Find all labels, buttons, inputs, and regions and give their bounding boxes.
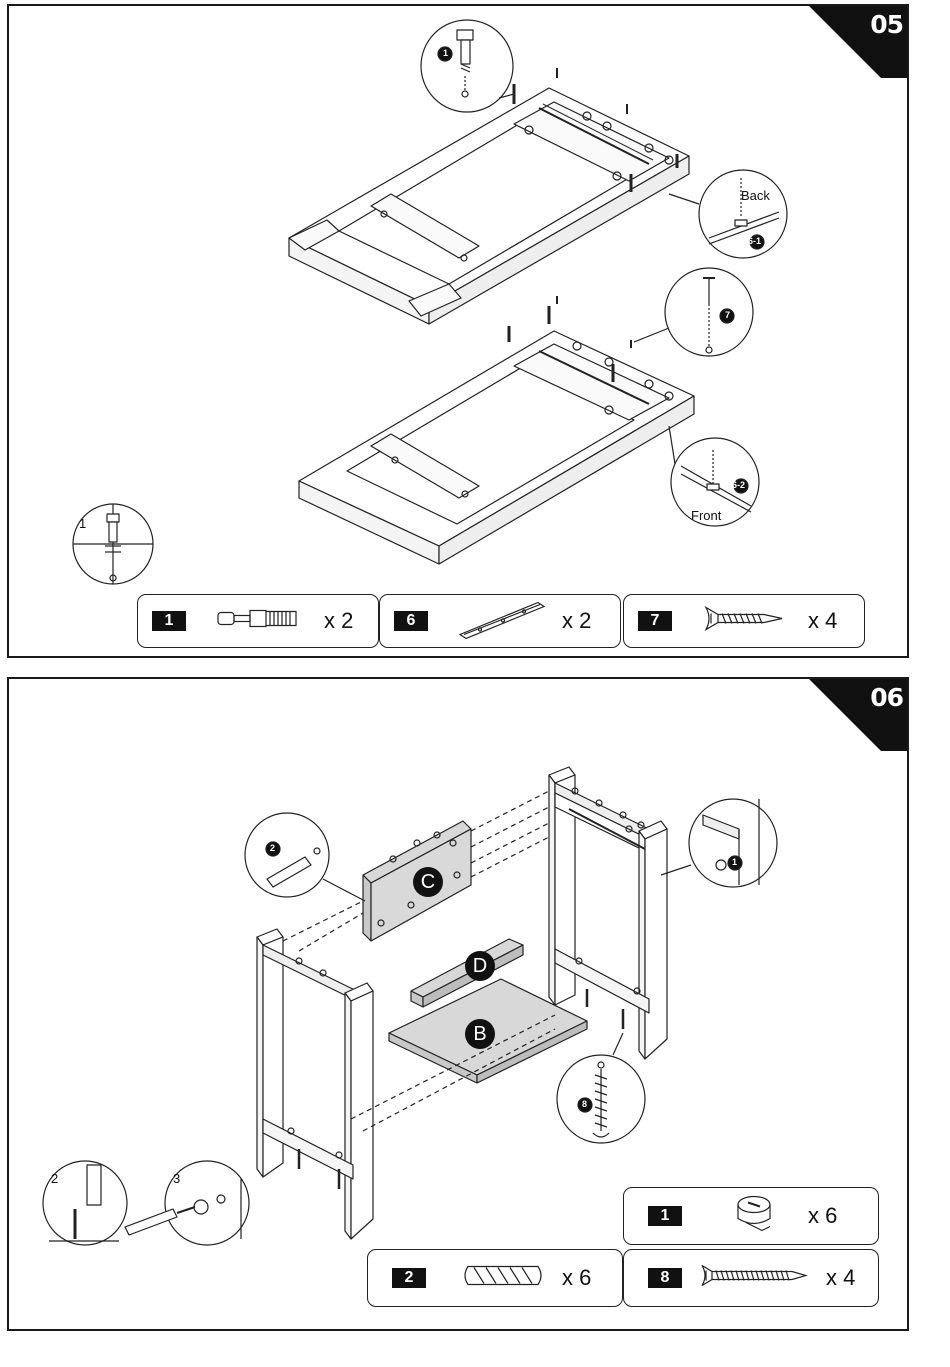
bracket-tag-back: 6-1 <box>748 236 761 246</box>
panel-label-d: D <box>465 951 495 981</box>
left-side-frame <box>257 929 373 1239</box>
part-quantity: x 6 <box>562 1265 591 1291</box>
dowel-tag: 2 <box>270 843 275 853</box>
callout-screw-detail <box>634 268 753 356</box>
part-card-1: 1 x 6 <box>623 1187 879 1245</box>
substep-number: 1 <box>79 516 86 531</box>
bracket-tag-front: 6-2 <box>732 480 745 490</box>
callout-screwdriver-detail <box>125 1161 249 1245</box>
metal-bracket-icon <box>458 597 548 646</box>
part-card-1: 1 x 2 <box>137 594 379 648</box>
wood-screw-icon <box>704 604 788 639</box>
callout-dowel-detail <box>245 813 365 901</box>
panel-label-c: C <box>413 867 443 897</box>
part-id-badge: 2 <box>392 1268 426 1288</box>
part-card-7: 7 x 4 <box>623 594 865 648</box>
part-quantity: x 4 <box>826 1265 855 1291</box>
front-label: Front <box>691 508 721 523</box>
cam-lock-icon <box>732 1193 776 1240</box>
cam-lock-tag: 1 <box>732 857 737 867</box>
panel-label-b: B <box>465 1019 495 1049</box>
part-card-2: 2 x 6 <box>367 1249 623 1307</box>
bolt-tag: 1 <box>443 48 448 58</box>
substep-number-2: 2 <box>51 1171 58 1186</box>
step-05-panel: 05 <box>7 4 909 658</box>
callout-bolt-detail <box>421 20 514 112</box>
cam-bolt-icon <box>216 608 300 635</box>
part-id-badge: 8 <box>648 1268 682 1288</box>
wooden-dowel-icon <box>460 1264 546 1293</box>
part-id-badge: 1 <box>648 1206 682 1226</box>
front-frame-illustration <box>299 296 694 564</box>
long-screw-tag: 8 <box>582 1099 587 1109</box>
callout-long-screw-detail <box>557 1033 645 1143</box>
screw-tag: 7 <box>725 310 730 320</box>
part-quantity: x 4 <box>808 608 837 634</box>
step-05-illustration <box>9 6 907 656</box>
callout-cam-lock-detail <box>661 799 777 887</box>
part-id-badge: 1 <box>152 611 186 631</box>
long-screw-icon <box>700 1263 808 1294</box>
part-card-6: 6 x 2 <box>379 594 621 648</box>
part-quantity: x 6 <box>808 1203 837 1229</box>
part-card-8: 8 x 4 <box>623 1249 879 1307</box>
step-06-panel: 06 <box>7 677 909 1331</box>
part-id-badge: 7 <box>638 611 672 631</box>
part-id-badge: 6 <box>394 611 428 631</box>
part-quantity: x 2 <box>562 608 591 634</box>
part-quantity: x 2 <box>324 608 353 634</box>
callout-back-bracket-detail <box>669 170 787 258</box>
back-label: Back <box>741 188 770 203</box>
substep-number-3: 3 <box>173 1171 180 1186</box>
